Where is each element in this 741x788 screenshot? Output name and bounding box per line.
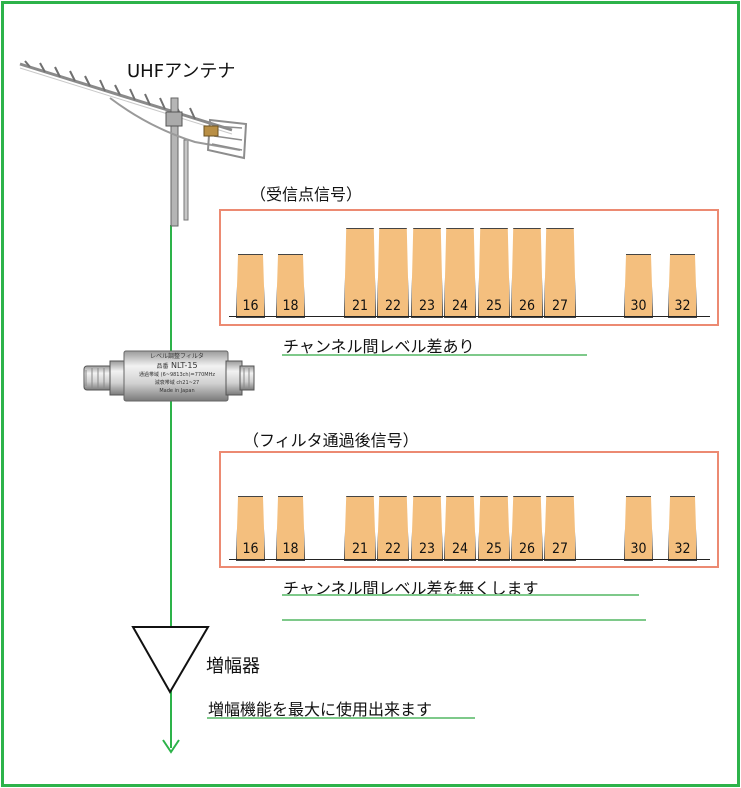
received-channel-bar-26: 26 xyxy=(511,228,543,318)
received-channel-bar-27: 27 xyxy=(544,228,576,318)
received-channel-number-24: 24 xyxy=(451,298,469,314)
received-channel-number-32: 32 xyxy=(674,298,691,314)
received-channel-bar-25: 25 xyxy=(478,228,510,318)
filtered-title: （フィルタ通過後信号） xyxy=(243,431,419,450)
amplifier-triangle-icon xyxy=(131,626,210,695)
filtered-caption: チャンネル間レベル差を無くします xyxy=(283,579,539,598)
received-channel-number-18: 18 xyxy=(282,298,299,314)
received-channel-number-25: 25 xyxy=(485,298,503,314)
amplifier-caption-underline xyxy=(207,717,475,719)
received-channel-number-27: 27 xyxy=(551,298,569,314)
filtered-channel-bar-16: 16 xyxy=(236,496,265,561)
filtered-channel-number-21: 21 xyxy=(351,541,369,557)
filtered-channel-bar-27: 27 xyxy=(544,496,576,561)
filtered-channel-bar-30: 30 xyxy=(624,496,653,561)
filtered-signal-box: 16 18 21 22 23 24 25 26 27 30 32 xyxy=(219,451,719,568)
antenna-icon xyxy=(19,60,248,227)
received-channel-bar-18: 18 xyxy=(276,254,305,318)
filtered-channel-number-18: 18 xyxy=(282,541,299,557)
filtered-baseline xyxy=(229,559,710,560)
filtered-channel-bar-26: 26 xyxy=(511,496,543,561)
filter-label-line1: レベル調整フィルタ xyxy=(150,353,204,360)
filtered-channel-number-16: 16 xyxy=(242,541,259,557)
received-signal-box: 16 18 21 22 23 24 25 26 27 30 32 xyxy=(219,209,719,326)
filter-label-line5: Made in Japan xyxy=(159,388,195,394)
arrow-head-icon xyxy=(162,739,180,754)
filtered-channel-bar-21: 21 xyxy=(344,496,376,561)
received-channel-bar-23: 23 xyxy=(411,228,443,318)
filtered-caption-underline-2 xyxy=(282,619,646,621)
filtered-channel-bar-32: 32 xyxy=(668,496,697,561)
filtered-channel-bar-25: 25 xyxy=(478,496,510,561)
filtered-channel-number-24: 24 xyxy=(451,541,469,557)
filter-label-line4: 減衰帯域 ch21~27 xyxy=(154,380,200,386)
received-channel-number-21: 21 xyxy=(351,298,369,314)
filter-label-model: NLT-15 xyxy=(171,361,198,370)
received-caption-underline xyxy=(282,354,587,356)
received-channel-number-23: 23 xyxy=(418,298,436,314)
filter-label-line3: 通過帯域 (6~9813ch)=770MHz xyxy=(139,372,215,378)
received-channel-bar-32: 32 xyxy=(668,254,697,318)
filtered-channel-number-30: 30 xyxy=(630,541,647,557)
received-channel-bar-30: 30 xyxy=(624,254,653,318)
received-channel-bar-24: 24 xyxy=(444,228,476,318)
received-channel-bar-16: 16 xyxy=(236,254,265,318)
received-channel-number-26: 26 xyxy=(518,298,536,314)
filtered-channel-number-25: 25 xyxy=(485,541,503,557)
received-caption: チャンネル間レベル差あり xyxy=(283,337,475,356)
filtered-channel-bar-22: 22 xyxy=(377,496,409,561)
amplifier-caption: 増幅機能を最大に使用出来ます xyxy=(208,700,433,719)
received-baseline xyxy=(229,316,710,317)
filtered-channel-bar-18: 18 xyxy=(276,496,305,561)
filtered-channel-number-26: 26 xyxy=(518,541,536,557)
filter-label-model-row: 品番 NLT-15 xyxy=(128,361,226,371)
filtered-channel-number-23: 23 xyxy=(418,541,436,557)
filtered-channel-number-22: 22 xyxy=(384,541,402,557)
filtered-caption-underline xyxy=(282,594,639,596)
filtered-channel-bar-23: 23 xyxy=(411,496,443,561)
filter-label-block: レベル調整フィルタ 品番 NLT-15 通過帯域 (6~9813ch)=770M… xyxy=(128,353,226,395)
filtered-channel-bar-24: 24 xyxy=(444,496,476,561)
filtered-channel-number-27: 27 xyxy=(551,541,569,557)
filtered-channel-number-32: 32 xyxy=(674,541,691,557)
received-channel-bar-21: 21 xyxy=(344,228,376,318)
filter-device-icon xyxy=(83,350,255,402)
received-title: （受信点信号） xyxy=(250,185,363,204)
amplifier-label: 増幅器 xyxy=(206,656,260,677)
received-channel-number-16: 16 xyxy=(242,298,259,314)
received-channel-number-22: 22 xyxy=(384,298,402,314)
filter-label-model-prefix: 品番 xyxy=(156,363,169,370)
received-channel-number-30: 30 xyxy=(630,298,647,314)
antenna-label: UHFアンテナ xyxy=(127,61,236,82)
received-channel-bar-22: 22 xyxy=(377,228,409,318)
